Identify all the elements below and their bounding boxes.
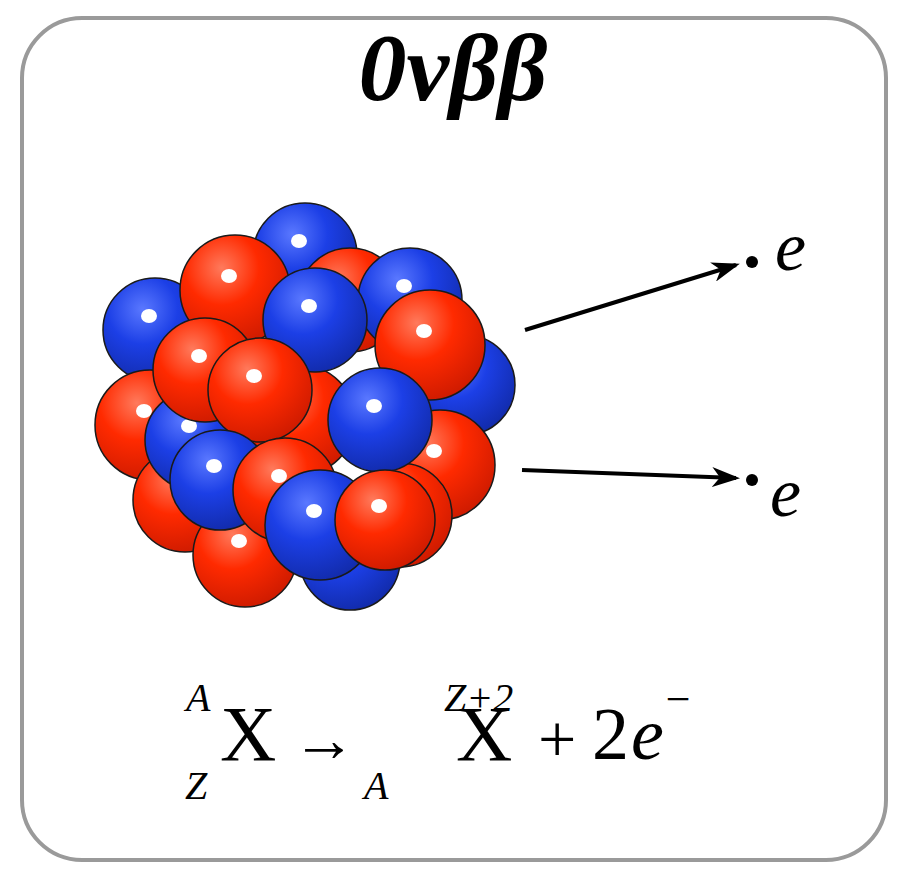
sphere-highlight bbox=[141, 309, 157, 323]
sphere-highlight bbox=[371, 499, 387, 513]
electron-dot bbox=[746, 256, 758, 268]
atomic-number: Z bbox=[185, 766, 207, 806]
atomic-number: A bbox=[364, 766, 388, 806]
particle-label: e bbox=[775, 212, 806, 282]
mass-number: A bbox=[186, 678, 210, 718]
sphere-highlight bbox=[271, 469, 287, 483]
coefficient: 2 bbox=[592, 697, 629, 771]
proton-sphere bbox=[335, 470, 435, 570]
charge-sign: − bbox=[666, 678, 691, 722]
panel-frame bbox=[22, 18, 886, 860]
plus-sign: + bbox=[538, 705, 576, 773]
nucleus bbox=[95, 203, 515, 610]
sphere-body bbox=[328, 368, 432, 472]
proton-sphere bbox=[208, 338, 312, 442]
particle-label: e bbox=[770, 458, 801, 528]
sphere-body bbox=[335, 470, 435, 570]
sphere-highlight bbox=[306, 504, 322, 518]
electron-dot bbox=[746, 474, 758, 486]
emission-arrow bbox=[525, 265, 736, 330]
element-symbol: X bbox=[456, 695, 512, 773]
sphere-highlight bbox=[396, 279, 412, 293]
sphere-body bbox=[208, 338, 312, 442]
sphere-highlight bbox=[231, 534, 247, 548]
diagram-title: 0νββ bbox=[0, 20, 906, 116]
sphere-highlight bbox=[416, 324, 432, 338]
sphere-highlight bbox=[136, 404, 152, 418]
sphere-highlight bbox=[246, 369, 262, 383]
sphere-highlight bbox=[221, 269, 237, 283]
sphere-highlight bbox=[191, 349, 207, 363]
reaction-arrow: → bbox=[292, 708, 356, 772]
sphere-highlight bbox=[206, 459, 222, 473]
sphere-highlight bbox=[291, 234, 307, 248]
sphere-highlight bbox=[366, 399, 382, 413]
sphere-highlight bbox=[301, 299, 317, 313]
electron-symbol: e bbox=[631, 697, 664, 771]
element-symbol: X bbox=[220, 695, 276, 773]
neutron-sphere bbox=[328, 368, 432, 472]
emission-arrow bbox=[522, 470, 736, 478]
sphere-highlight bbox=[426, 444, 442, 458]
